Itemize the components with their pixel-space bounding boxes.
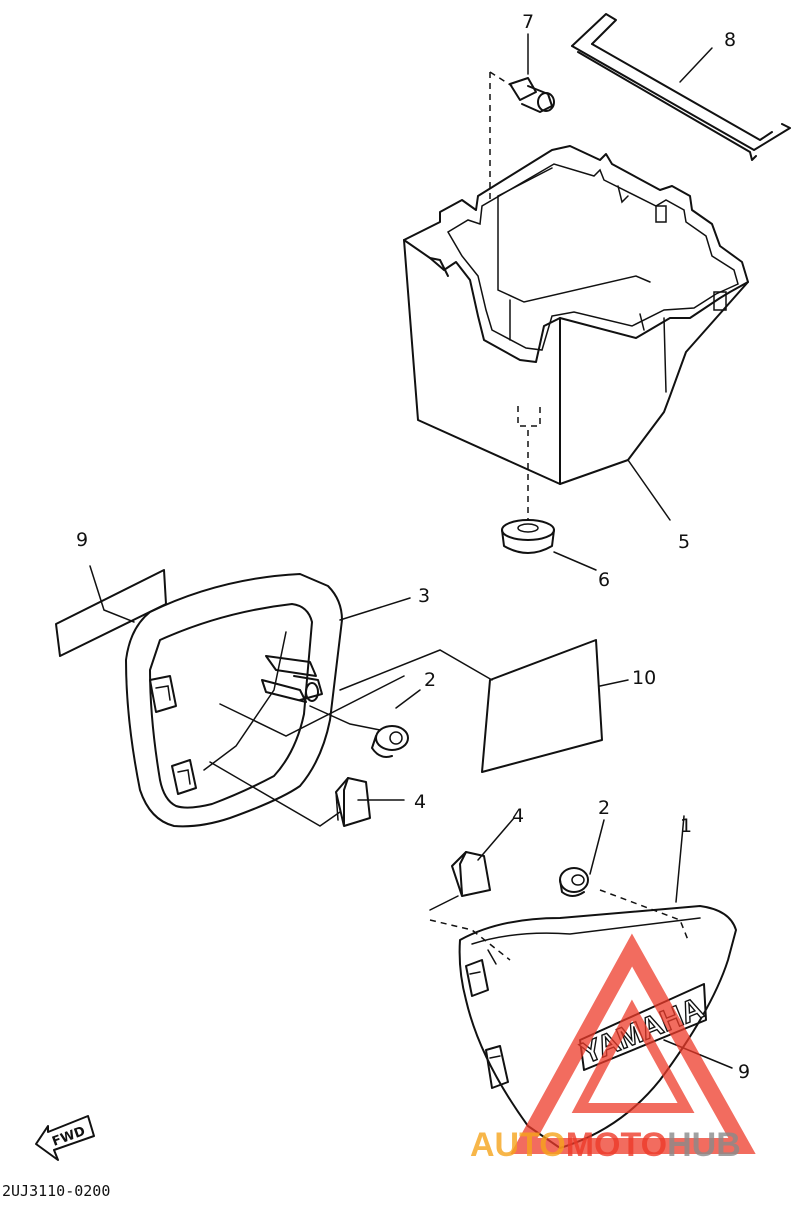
svg-text:AUTOMOTOHUB: AUTOMOTOHUB (470, 1126, 741, 1164)
callout-8: 8 (724, 29, 736, 51)
callout-1: 1 (680, 815, 692, 837)
label-part (481, 639, 629, 773)
drawing-code: 2UJ3110-0200 (2, 1182, 110, 1200)
callout-numbers: 1 2 2 3 4 4 5 6 7 8 9 9 10 (76, 11, 750, 1083)
grommet-upper-part (559, 819, 605, 897)
emblem-left-part (55, 565, 167, 657)
grommet-part (371, 725, 409, 758)
bolt-part (489, 71, 555, 200)
fwd-arrow: FWD (35, 1115, 95, 1161)
callout-3: 3 (418, 585, 430, 607)
callout-2-upper: 2 (598, 797, 610, 819)
callout-7: 7 (522, 11, 534, 33)
side-cover-right-part (429, 815, 737, 1149)
watermark-text-moto: MOTO (566, 1126, 667, 1164)
callout-4: 4 (414, 791, 426, 813)
side-cover-left-part (125, 573, 411, 828)
watermark-wordmark: AUTOMOTOHUB (470, 1126, 741, 1164)
callout-4-upper: 4 (512, 805, 524, 827)
callout-9-right: 9 (738, 1061, 750, 1083)
damper-part (335, 777, 371, 827)
callout-2: 2 (424, 669, 436, 691)
watermark-text-hub: HUB (667, 1126, 741, 1164)
callout-9-left: 9 (76, 529, 88, 551)
battery-band-part (571, 13, 791, 161)
callout-10: 10 (632, 667, 656, 689)
callout-6: 6 (598, 569, 610, 591)
watermark-text-auto: AUTO (470, 1126, 566, 1164)
watermark-logo (510, 933, 756, 1154)
battery-box-part (403, 145, 749, 520)
damper-upper-part (429, 817, 515, 911)
callout-5: 5 (678, 531, 690, 553)
battery-box-damper-part (501, 519, 555, 554)
